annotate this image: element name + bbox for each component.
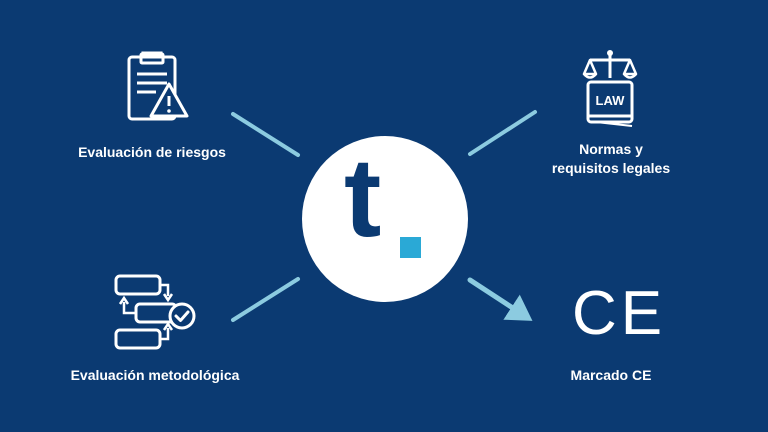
label-risk-assessment: Evaluación de riesgos bbox=[72, 143, 232, 162]
logo-accent-square bbox=[400, 237, 421, 258]
label-ce-text: Marcado CE bbox=[570, 367, 652, 383]
process-flow-check-icon bbox=[114, 274, 196, 350]
connector-legal bbox=[468, 110, 537, 156]
logo-letter: t bbox=[344, 135, 382, 260]
label-ce-marking: Marcado CE bbox=[548, 366, 674, 385]
label-risk-text: Evaluación de riesgos bbox=[78, 144, 226, 160]
label-legal-requirements: Normas y requisitos legales bbox=[536, 140, 686, 178]
center-logo-circle: t bbox=[302, 136, 468, 302]
connector-method bbox=[231, 277, 300, 322]
arrow-ce bbox=[467, 277, 533, 321]
ce-mark-icon: CE bbox=[572, 279, 667, 348]
label-legal-line1: Normas y bbox=[579, 141, 643, 157]
label-methodological-assessment: Evaluación metodológica bbox=[60, 366, 250, 385]
label-legal-line2: requisitos legales bbox=[551, 160, 671, 176]
law-scale-book-icon: LAW bbox=[582, 50, 638, 127]
svg-text:LAW: LAW bbox=[596, 93, 626, 108]
connector-risk bbox=[231, 112, 300, 157]
label-method-text: Evaluación metodológica bbox=[70, 367, 240, 383]
clipboard-warning-icon bbox=[127, 51, 189, 121]
